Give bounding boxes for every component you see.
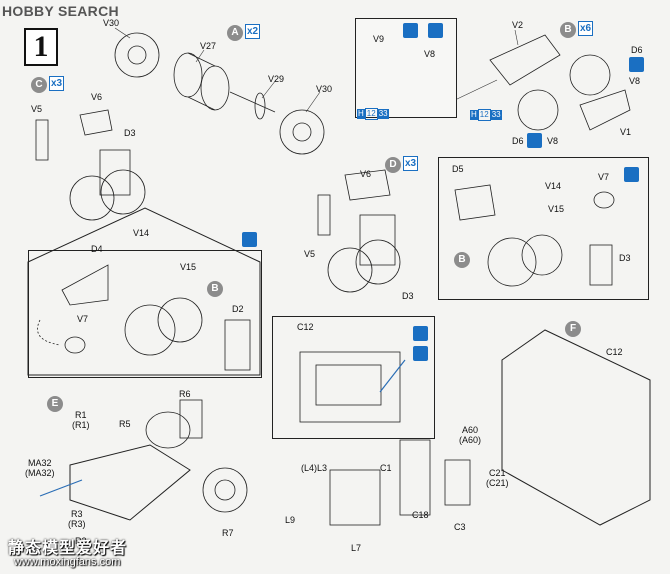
mirror-icon	[403, 23, 418, 38]
part-label: V8	[629, 76, 641, 86]
part-label: C3	[454, 522, 466, 532]
part-label: V6	[91, 92, 103, 102]
part-label: C1	[380, 463, 392, 473]
part-label: D6	[631, 45, 643, 55]
step-number: 1	[33, 30, 49, 63]
wheel-left	[69, 175, 115, 221]
part-label: D6	[512, 136, 524, 146]
blue-arrow-c12	[379, 359, 406, 393]
axle-v29	[229, 91, 276, 113]
subassembly-b-ref1: B	[207, 281, 223, 297]
part-label: C12	[606, 347, 623, 357]
part-label: D3	[619, 253, 631, 263]
blue-arrow-e	[39, 479, 83, 497]
gear-v30-top	[114, 32, 160, 78]
subassembly-b-ref2: B	[454, 252, 470, 268]
subassembly-d-badge: D	[385, 157, 401, 173]
part-label: V15	[180, 262, 197, 272]
gear-v30-right	[279, 109, 325, 155]
mirror-icon	[629, 57, 644, 72]
subassembly-a-count: x2	[245, 24, 261, 39]
detail-panel-bogie-a	[28, 250, 262, 378]
part-label: L7	[351, 543, 362, 553]
part-label: R7	[222, 528, 234, 538]
part-label: V27	[200, 41, 217, 51]
part-label: C12	[297, 322, 314, 332]
watermark-url: www.moxingfans.com	[14, 556, 121, 568]
part-label: V5	[304, 249, 316, 259]
part-label: R6	[179, 389, 191, 399]
part-label-pair: C21(C21)	[486, 468, 509, 488]
part-label: L9	[285, 515, 296, 525]
part-label-pair: A60(A60)	[459, 425, 482, 445]
paint-brush-icon	[413, 326, 428, 341]
part-label: V6	[360, 169, 372, 179]
detail-panel-bogie-d	[438, 157, 649, 300]
subassembly-e-badge: E	[47, 396, 63, 412]
subassembly-b-badge: B	[560, 22, 576, 38]
subassembly-c-badge: C	[31, 77, 47, 93]
part-label: R5	[119, 419, 131, 429]
subassembly-b-count: x6	[578, 21, 594, 36]
mirror-icon	[527, 133, 542, 148]
paint-brush-icon	[428, 23, 443, 38]
bracket-v6	[79, 109, 113, 136]
subassembly-a-badge: A	[227, 25, 243, 41]
part-label: V7	[77, 314, 89, 324]
part-label: V8	[424, 49, 436, 59]
watermark-cn: 静态模型爱好者	[8, 540, 128, 557]
step-number-box: 1	[24, 28, 58, 66]
part-label-pair: R3(R3)	[68, 509, 86, 529]
part-label: V7	[598, 172, 610, 182]
part-label: V2	[512, 20, 524, 30]
paint-brush-icon	[242, 232, 257, 247]
part-label: V30	[316, 84, 333, 94]
hobby-search-logo: HOBBY SEARCH	[2, 3, 119, 19]
part-label-pair: R1(R1)	[72, 410, 90, 430]
part-label: D2	[232, 304, 244, 314]
part-label: R2	[75, 536, 87, 546]
part-label: V1	[620, 127, 632, 137]
part-label: V9	[373, 34, 385, 44]
part-label: D3	[124, 128, 136, 138]
part-label: V14	[545, 181, 562, 191]
part-label: V15	[548, 204, 565, 214]
part-label: V29	[268, 74, 285, 84]
part-label: V8	[547, 136, 559, 146]
part-label-pair: MA32(MA32)	[25, 458, 55, 478]
detail-panel-c12	[272, 316, 435, 439]
wheel-detail	[124, 304, 176, 356]
part-label: C18	[412, 510, 429, 520]
subassembly-f-badge: F	[565, 321, 581, 337]
part-label: (L4)L3	[301, 463, 328, 473]
drill-icon	[413, 346, 428, 361]
part-label: D3	[402, 291, 414, 301]
plate-v5	[35, 119, 49, 161]
part-label: V30	[103, 18, 120, 28]
paint-brush-icon	[624, 167, 639, 182]
part-label: V5	[31, 104, 43, 114]
part-label: D4	[91, 244, 103, 254]
subassembly-c-count: x3	[49, 76, 65, 91]
part-label: D5	[452, 164, 464, 174]
subassembly-d-count: x3	[403, 156, 419, 171]
part-label: V14	[133, 228, 150, 238]
